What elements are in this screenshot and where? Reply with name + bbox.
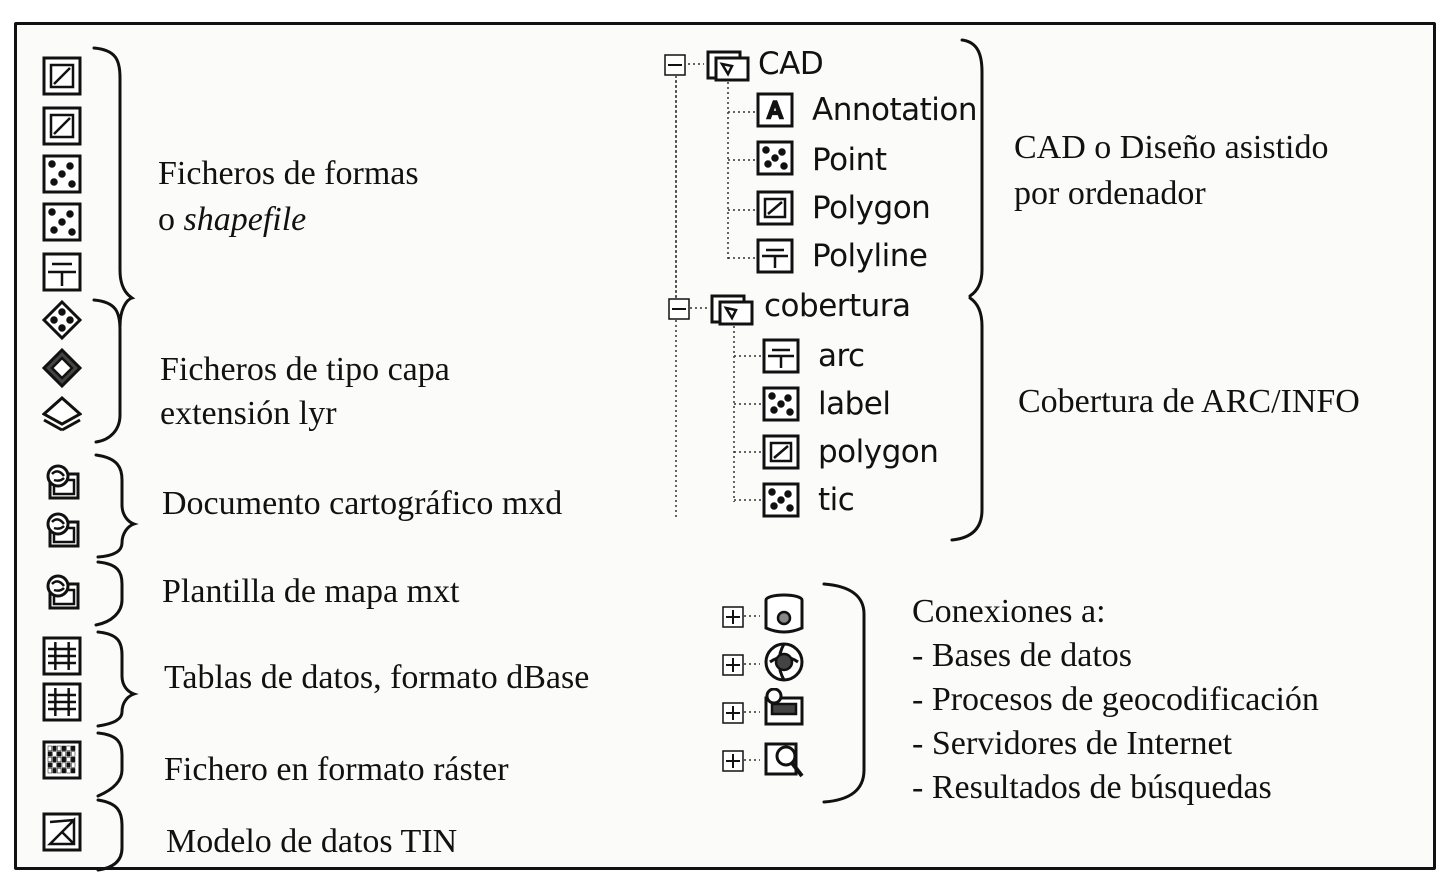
map-document-icon [46,464,80,500]
label-mxt: Plantilla de mapa mxt [162,573,460,610]
brace-shapefile [92,48,130,440]
label-cad-line2: por ordenador [1014,175,1206,212]
brace-raster [96,731,124,798]
tree-node-arc[interactable]: arc [818,338,865,374]
tic-layer-icon [762,482,800,518]
arc-layer-icon [762,338,800,374]
tree-node-polygon-coverage[interactable]: polygon [818,434,939,470]
label-shapefile-line2: o shapefile [158,201,307,238]
tree-node-point[interactable]: Point [812,142,887,178]
layer-polygon-icon [42,348,82,388]
line-shapefile-icon [42,252,82,292]
tree-node-tic[interactable]: tic [818,482,855,518]
tin-icon [42,812,82,852]
label-raster: Fichero en formato ráster [164,751,509,788]
tree-node-cad[interactable]: CAD [758,46,824,82]
brace-coverage [950,296,984,542]
expand-geocoding-toggle-icon[interactable] [722,654,744,676]
svg-text:A: A [767,99,782,124]
brace-cad [960,38,984,298]
point-shapefile-icon [42,202,82,242]
tree-node-label[interactable]: label [818,386,891,422]
coverage-dataset-icon [710,294,754,326]
dbase-table-icon [42,636,82,676]
label-shapefile-line1: Ficheros de formas [158,155,419,192]
expand-database-toggle-icon[interactable] [722,606,744,628]
expand-search-toggle-icon[interactable] [722,750,744,772]
brace-tin [96,798,124,872]
search-results-icon[interactable] [762,736,806,780]
connections-title: Conexiones a: [912,593,1106,630]
label-tin: Modelo de datos TIN [166,823,458,860]
polygon-shapefile-icon [42,56,82,96]
brace-dbase [96,630,139,728]
dbase-table-icon [42,682,82,722]
database-connection-icon[interactable] [762,592,806,636]
brace-lyr [92,298,122,444]
connection-item: - Servidores de Internet [912,725,1233,762]
point-layer-icon [756,140,794,176]
annotation-layer-icon: A [756,92,794,128]
tree-node-polyline[interactable]: Polyline [812,238,928,274]
layer-group-icon [42,396,82,432]
polyline-layer-icon [756,238,794,274]
figure-frame [14,22,1436,870]
collapse-coverage-toggle-icon[interactable] [668,298,690,320]
internet-server-icon[interactable] [762,688,806,732]
label-coverage: Cobertura de ARC/INFO [1018,383,1360,420]
connections-list: - Bases de datos - Procesos de geocodifi… [912,634,1319,810]
label-mxd: Documento cartográfico mxd [162,485,563,522]
expand-internet-toggle-icon[interactable] [722,702,744,724]
brace-mxd [94,453,139,559]
cad-dataset-icon [706,50,750,82]
layer-point-icon [42,300,82,340]
collapse-cad-toggle-icon[interactable] [664,54,686,76]
point-shapefile-icon [42,154,82,194]
geocoding-connection-icon[interactable] [762,640,806,684]
connection-item: - Procesos de geocodificación [912,681,1319,718]
connection-item: - Resultados de búsquedas [912,769,1272,806]
map-template-icon [46,574,80,610]
label-layer-icon [762,386,800,422]
tree-node-cobertura[interactable]: cobertura [764,288,911,324]
tree-node-annotation[interactable]: Annotation [812,92,978,128]
raster-grid-icon [42,740,82,780]
brace-shapefile [92,46,136,328]
label-cad-line1: CAD o Diseño asistido [1014,129,1329,166]
tree-node-polygon[interactable]: Polygon [812,190,931,226]
map-document-icon [46,512,80,548]
connection-item: - Bases de datos [912,637,1133,674]
polygon-shapefile-icon [42,106,82,146]
polygon-coverage-layer-icon [762,434,800,470]
brace-connections [822,582,866,804]
label-lyr-line1: Ficheros de tipo capa [160,351,450,388]
label-lyr-line2: extensión lyr [160,395,337,432]
label-dbase: Tablas de datos, formato dBase [164,659,590,696]
polygon-layer-icon [756,190,794,226]
brace-mxt [94,560,124,627]
